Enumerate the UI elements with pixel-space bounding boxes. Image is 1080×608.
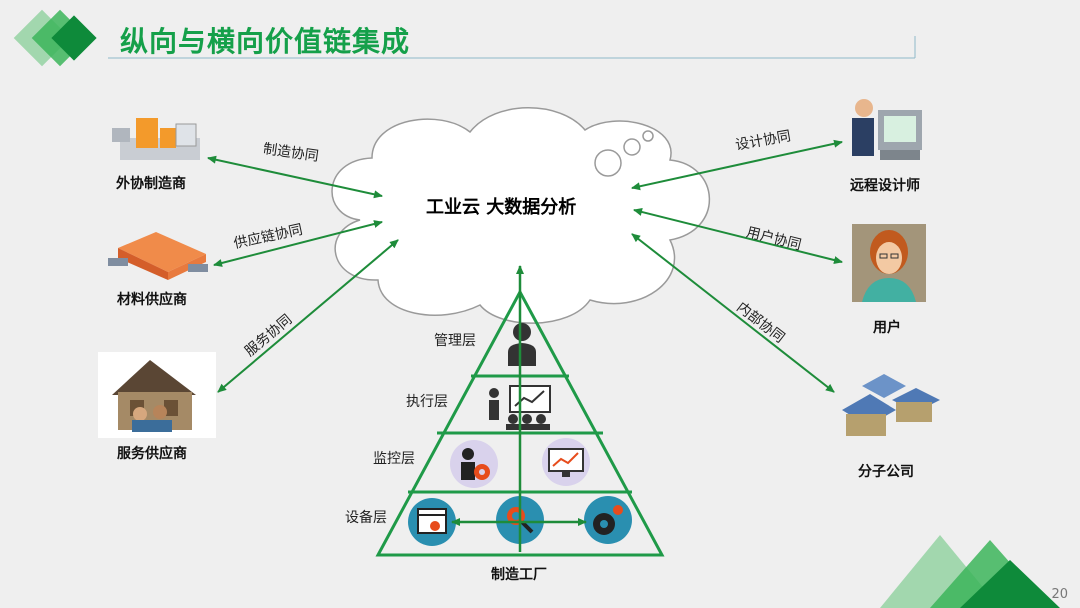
page-number: 20 <box>1051 587 1068 602</box>
layer-label-management: 管理层 <box>434 333 476 349</box>
warehouse-icon <box>108 232 208 280</box>
node-remote-designer: 远程设计师 <box>850 178 920 194</box>
device-gear-icon <box>584 496 632 544</box>
monitor-chart-icon <box>542 438 590 486</box>
factory-machine-icon <box>112 118 200 160</box>
arrow-internal <box>631 233 835 393</box>
layer-label-monitoring: 监控层 <box>373 451 415 467</box>
node-service-provider: 服务供应商 <box>117 446 187 462</box>
node-factory: 制造工厂 <box>491 567 547 583</box>
slide-title: 纵向与横向价值链集成 <box>120 25 411 58</box>
node-material-supplier: 材料供应商 <box>117 292 187 308</box>
header-diamond-logo <box>13 9 97 67</box>
corner-decoration <box>880 535 1060 608</box>
designer-workstation-icon <box>852 99 922 160</box>
cloud-shape <box>331 107 711 324</box>
cloud-label: 工业云 大数据分析 <box>426 197 577 218</box>
node-subsidiary: 分子公司 <box>858 464 914 480</box>
arrow-service <box>217 239 399 393</box>
device-browser-icon <box>408 498 456 546</box>
engineer-gear-icon <box>450 440 498 488</box>
user-avatar-icon <box>852 224 926 302</box>
subsidiary-buildings-icon <box>842 374 940 436</box>
service-house-photo <box>98 352 216 438</box>
node-outsourced-manufacturer: 外协制造商 <box>116 176 186 192</box>
manager-icon <box>508 323 536 366</box>
layer-label-device: 设备层 <box>345 510 387 526</box>
node-user: 用户 <box>873 320 901 336</box>
arrow-manufacturing <box>207 155 383 199</box>
layer-label-execution: 执行层 <box>406 394 448 410</box>
arrow-design <box>631 139 843 191</box>
